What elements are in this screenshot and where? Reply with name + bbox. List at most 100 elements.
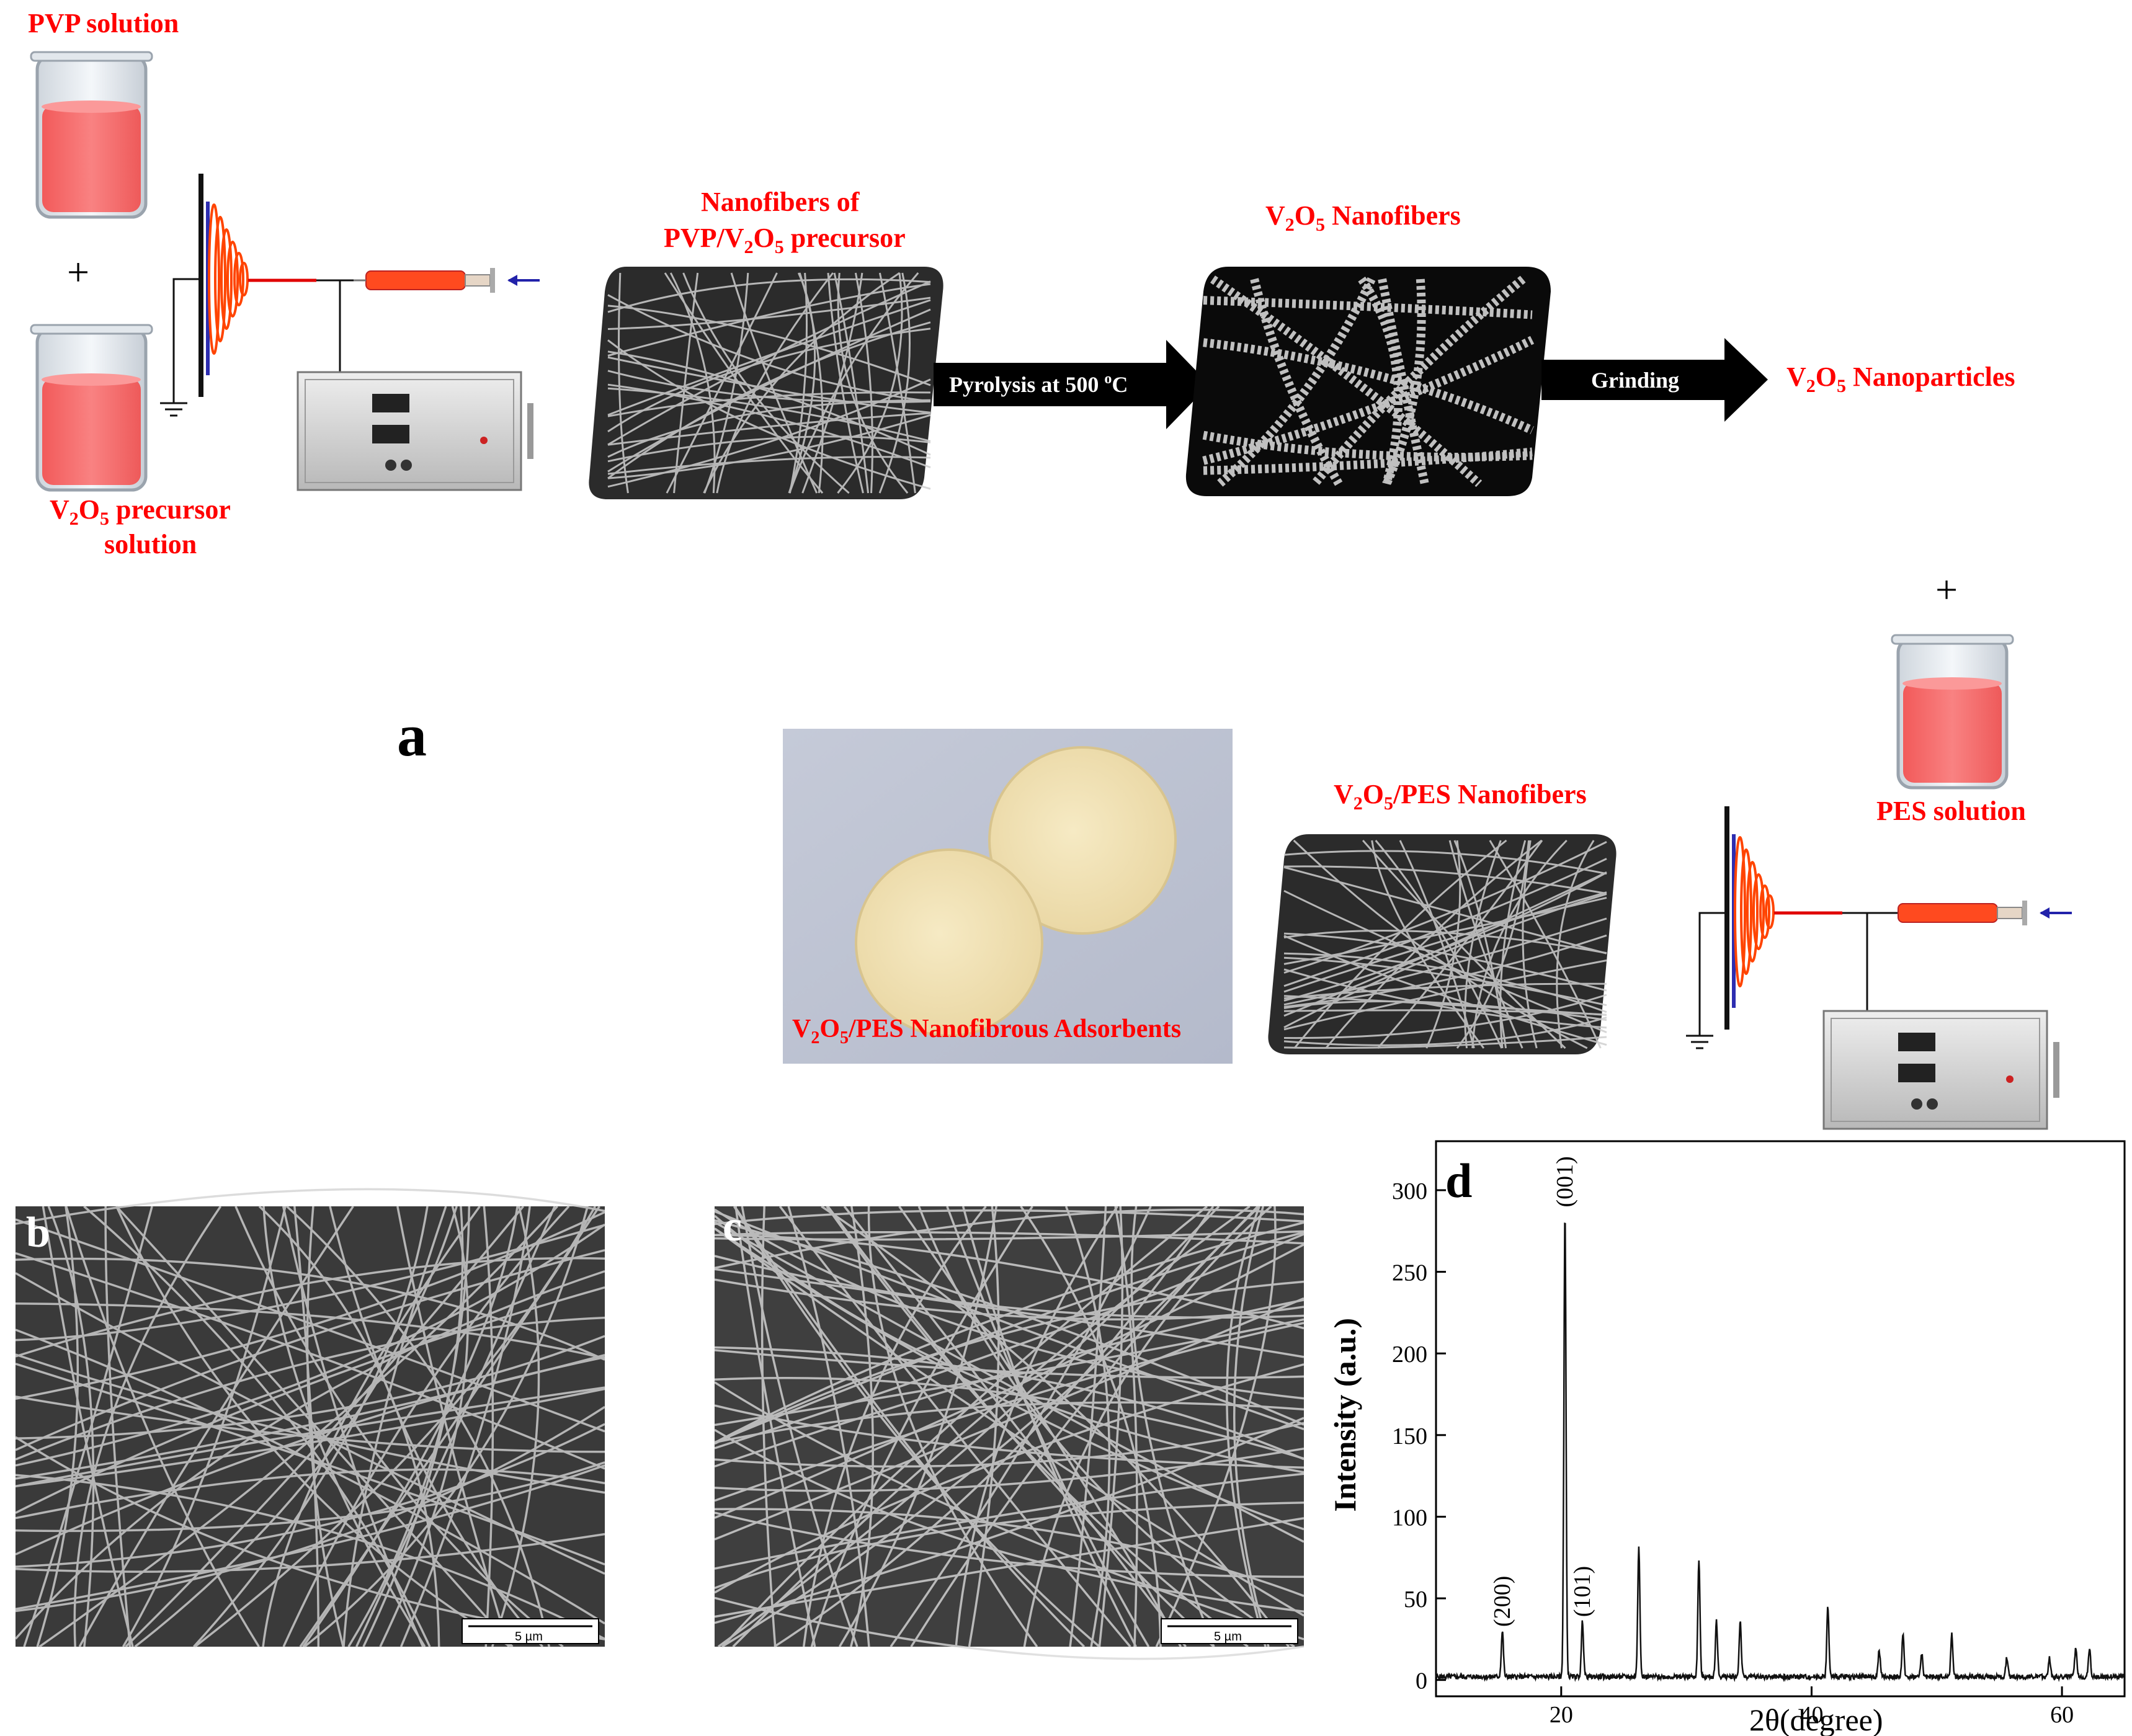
fiber-strand <box>78 1206 354 1647</box>
fiber-strand <box>714 1297 1305 1541</box>
fiber-strand <box>1202 430 1533 461</box>
fiber-strand <box>1375 840 1503 1049</box>
fiber-strand <box>1216 277 1376 487</box>
fiber-strand <box>1283 841 1607 974</box>
fiber-strand <box>293 1206 320 1647</box>
sem-panel-c: c 5 µm <box>713 1203 1305 1660</box>
fiber-strand <box>714 1208 1305 1270</box>
plus-sign-2: + <box>1935 568 1958 612</box>
scale-bar-label: 5 µm <box>515 1630 543 1644</box>
fiber-strand <box>714 1231 1305 1444</box>
fiber-strand <box>607 278 931 313</box>
scale-bar-box <box>462 1618 599 1644</box>
v2o5-nanofiber-sem-tile <box>1185 267 1551 496</box>
fiber-strand <box>714 1517 1305 1618</box>
y-tick-label: 50 <box>1404 1587 1427 1613</box>
fiber-strand <box>666 272 778 494</box>
fiber-strand <box>607 299 931 416</box>
fiber-strand <box>714 1278 1305 1320</box>
fiber-strand <box>1283 1017 1607 1046</box>
fiber-strand <box>1023 1205 1272 1647</box>
pyrolysis-label: Pyrolysis at 500 oC <box>949 371 1128 397</box>
electrospinning-setup-1 <box>160 174 540 491</box>
fiber-strand <box>1371 840 1485 1049</box>
y-axis-label: Intensity (a.u.) <box>1327 1318 1362 1512</box>
fiber-strand <box>607 412 931 446</box>
pvp-solution-label: PVP solution <box>28 8 179 38</box>
pes-solution-label: PES solution <box>1876 796 2026 826</box>
fiber-strand <box>833 272 869 494</box>
fiber-strand <box>1233 1206 1270 1647</box>
fiber-strand <box>15 1218 605 1433</box>
fiber-strand <box>607 435 931 463</box>
fiber-strand <box>42 1206 134 1647</box>
fiber-strand <box>15 1423 605 1568</box>
fiber-strand <box>1399 840 1475 1049</box>
fiber-strand <box>607 327 931 433</box>
fiber-strand <box>1283 952 1607 1013</box>
fiber-strand <box>607 356 931 414</box>
fiber-strand <box>714 1508 1305 1597</box>
fiber-strand <box>262 1205 481 1647</box>
precursor-solution-label-line1: V2O5 precursor <box>50 494 231 529</box>
fiber-strand <box>15 1329 605 1625</box>
fiber-strand <box>1425 840 1461 1049</box>
precursor-beaker <box>30 324 153 492</box>
fiber-strand <box>607 283 931 357</box>
fiber-strand <box>1283 892 1607 1028</box>
peak-annotation: (101) <box>1569 1566 1595 1617</box>
fiber-strand <box>1283 889 1607 1033</box>
fiber-strand <box>827 272 864 494</box>
scale-bar-box <box>1161 1618 1298 1644</box>
fiber-strand <box>1378 278 1429 485</box>
fiber-strand <box>810 1206 1033 1647</box>
beaker-liquid-surface <box>1902 677 2002 690</box>
fiber-strand <box>607 321 931 479</box>
fiber-strand <box>826 1205 1249 1648</box>
fiber-strand <box>15 1354 605 1480</box>
fiber-strand <box>15 1223 606 1467</box>
fiber-strand <box>854 272 873 494</box>
pvp-nanofiber-sem-tile <box>589 267 943 499</box>
fiber-strand <box>714 1268 1305 1358</box>
precursor-solution-label-line2: solution <box>104 529 197 559</box>
adsorbent-photo: V2O5/PES Nanofibrous Adsorbents <box>783 729 1233 1064</box>
beaker-liquid-surface <box>42 100 141 113</box>
fiber-strand <box>1283 850 1607 875</box>
fiber-strand <box>714 1376 1305 1460</box>
fiber-strand <box>714 1227 1305 1531</box>
fiber-strand <box>1283 959 1607 1031</box>
high-voltage-supply <box>297 371 533 491</box>
chart-frame <box>1435 1140 2126 1698</box>
fiber-strand <box>1456 840 1530 1049</box>
fiber-strand <box>714 1230 1305 1241</box>
sem-porous-fibers <box>1202 275 1535 487</box>
fiber-strand <box>1283 865 1607 895</box>
fiber-strand <box>714 1322 1305 1502</box>
fiber-strand <box>1203 338 1534 435</box>
fiber-strand <box>15 1387 605 1488</box>
fiber-strand <box>837 272 903 494</box>
fiber-strand <box>607 456 931 475</box>
fiber-strand <box>890 1206 1152 1648</box>
fiber-strand <box>717 1205 1220 1648</box>
x-tick-label: 20 <box>1550 1702 1573 1728</box>
fiber-strand <box>850 1206 874 1647</box>
fiber-strand <box>38 1205 558 1648</box>
fiber-strand <box>1283 956 1607 1007</box>
fiber-strand <box>607 391 931 417</box>
fiber-strand <box>347 1206 471 1647</box>
fiber-strand <box>1382 278 1426 486</box>
fiber-strand <box>15 1353 605 1494</box>
fiber-strand <box>1283 891 1607 993</box>
fiber-strand <box>714 1318 1305 1427</box>
fiber-strand <box>122 1206 287 1647</box>
beaker-liquid <box>42 105 141 212</box>
fiber-strand <box>714 1231 1305 1245</box>
fiber-strand <box>1448 840 1523 1049</box>
y-tick-label: 250 <box>1392 1260 1427 1286</box>
scale-bar-label: 5 µm <box>1214 1630 1242 1644</box>
y-tick-label: 150 <box>1392 1423 1427 1449</box>
